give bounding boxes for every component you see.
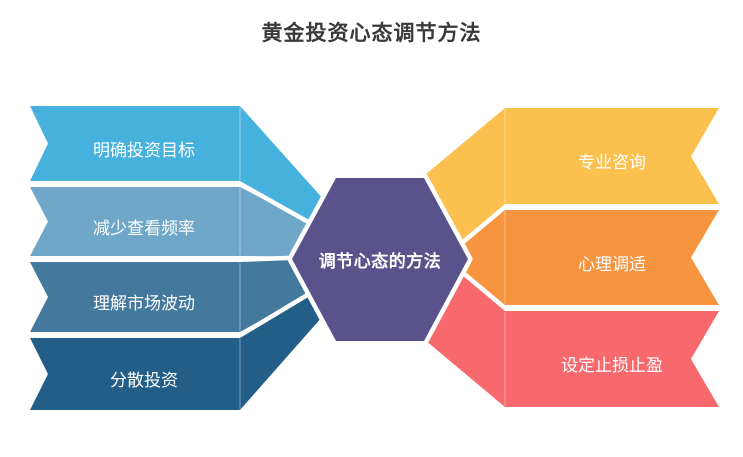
left-arrow-1-shape <box>25 101 380 262</box>
page-title: 黄金投资心态调节方法 <box>261 22 482 45</box>
left-arrow-4-shape <box>25 252 380 415</box>
left-arrow-3-shape <box>25 252 380 337</box>
center-hexagon-shape <box>287 173 473 346</box>
left-arrow-2-shape <box>25 182 380 262</box>
ribbon-seams <box>239 107 506 409</box>
